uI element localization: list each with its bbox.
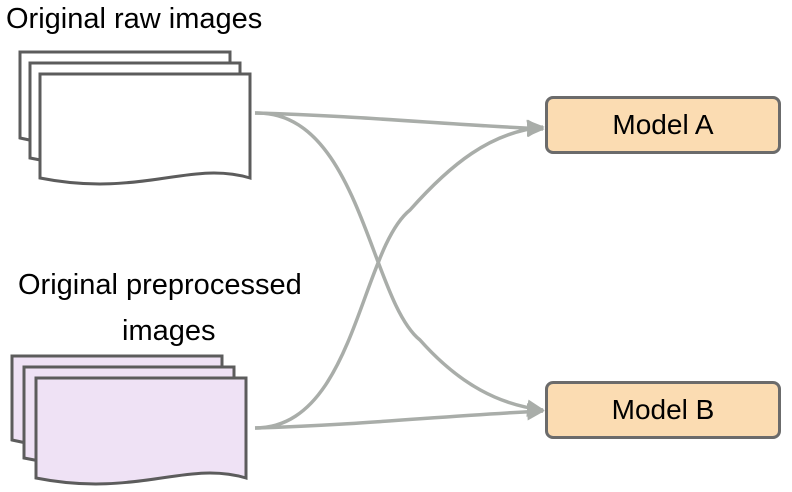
preprocessed-images-stack-icon	[10, 354, 248, 486]
arrow-preprocessed-to-model-a	[254, 119, 545, 430]
preprocessed-images-label-line1: Original preprocessed	[18, 269, 302, 301]
preprocessed-images-label-line2: images	[122, 315, 216, 347]
model-b-label: Model B	[611, 394, 715, 425]
model-a-label: Model A	[612, 109, 714, 140]
raw-document-front	[38, 72, 252, 186]
preprocessed-document-front	[34, 376, 248, 486]
raw-images-label: Original raw images	[6, 3, 263, 35]
arrow-preprocessed-to-model-b	[254, 403, 545, 430]
model-b-box: Model B	[545, 381, 781, 439]
raw-images-stack-icon	[18, 50, 252, 186]
arrow-raw-to-model-a	[254, 111, 545, 137]
model-a-box: Model A	[545, 96, 781, 154]
arrow-raw-to-model-b	[254, 111, 545, 417]
